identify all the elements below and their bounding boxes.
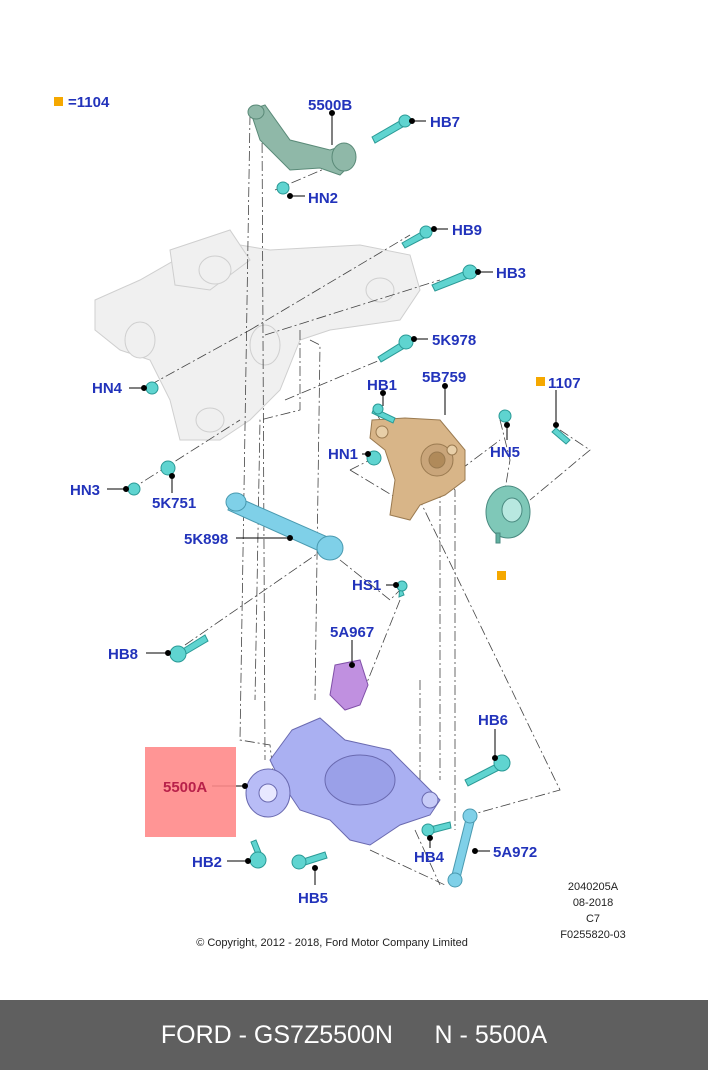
label-HN2: HN2 bbox=[308, 190, 338, 207]
exploded-parts-diagram: =1104 bbox=[54, 94, 626, 949]
copyright-text: © Copyright, 2012 - 2018, Ford Motor Com… bbox=[196, 937, 468, 949]
bracket-5A967 bbox=[329, 659, 369, 711]
upper-arm-5500B bbox=[247, 104, 357, 176]
label-HB1: HB1 bbox=[367, 377, 397, 394]
lower-arm-5500A bbox=[245, 717, 441, 846]
label-HB5: HB5 bbox=[298, 890, 328, 907]
label-HB7: HB7 bbox=[430, 114, 460, 131]
label-5B759: 5B759 bbox=[422, 369, 466, 386]
meta-line-3: C7 bbox=[586, 913, 600, 925]
label-HB2: HB2 bbox=[192, 854, 222, 871]
legend-text: =1104 bbox=[68, 94, 110, 111]
knuckle-5B759 bbox=[369, 417, 466, 521]
label-1107: 1107 bbox=[548, 375, 581, 392]
part-number-footer: FORD - GS7Z5500N N - 5500A bbox=[0, 1000, 708, 1070]
label-HN1: HN1 bbox=[328, 446, 358, 463]
link-5A972 bbox=[447, 808, 478, 888]
label-HB8: HB8 bbox=[108, 646, 138, 663]
drawing-meta: 2040205A 08-2018 C7 F0255820-03 bbox=[560, 881, 625, 941]
hub-1107 bbox=[485, 485, 531, 544]
label-1107-square-icon bbox=[536, 377, 545, 386]
label-HB4: HB4 bbox=[414, 849, 445, 866]
label-5500A: 5500A bbox=[163, 779, 207, 796]
label-5K898: 5K898 bbox=[184, 531, 228, 548]
label-5500B: 5500B bbox=[308, 97, 352, 114]
label-5K978: 5K978 bbox=[432, 332, 476, 349]
fasteners bbox=[127, 114, 571, 870]
label-HB9: HB9 bbox=[452, 222, 482, 239]
highlight-box bbox=[145, 747, 236, 837]
meta-line-1: 2040205A bbox=[568, 881, 619, 893]
lateral-arm-5K898 bbox=[225, 492, 344, 561]
label-HN5: HN5 bbox=[490, 444, 520, 461]
callout-leaders bbox=[107, 110, 559, 885]
label-5A972: 5A972 bbox=[493, 844, 537, 861]
meta-line-4: F0255820-03 bbox=[560, 929, 625, 941]
meta-line-2: 08-2018 bbox=[573, 897, 613, 909]
part-labels: 5500B HB7 HN2 HB9 HB3 5K978 HB1 5B759 11… bbox=[70, 97, 581, 907]
label-5K751: 5K751 bbox=[152, 495, 196, 512]
footer-text: FORD - GS7Z5500N N - 5500A bbox=[160, 1020, 548, 1049]
hub-square-icon bbox=[497, 571, 506, 580]
label-HN4: HN4 bbox=[92, 380, 123, 397]
label-HB6: HB6 bbox=[478, 712, 508, 729]
label-HN3: HN3 bbox=[70, 482, 100, 499]
legend-square-icon bbox=[54, 97, 63, 106]
label-5A967: 5A967 bbox=[330, 624, 374, 641]
label-HB3: HB3 bbox=[496, 265, 526, 282]
label-HS1: HS1 bbox=[352, 577, 381, 594]
subframe-ghost bbox=[94, 229, 421, 441]
